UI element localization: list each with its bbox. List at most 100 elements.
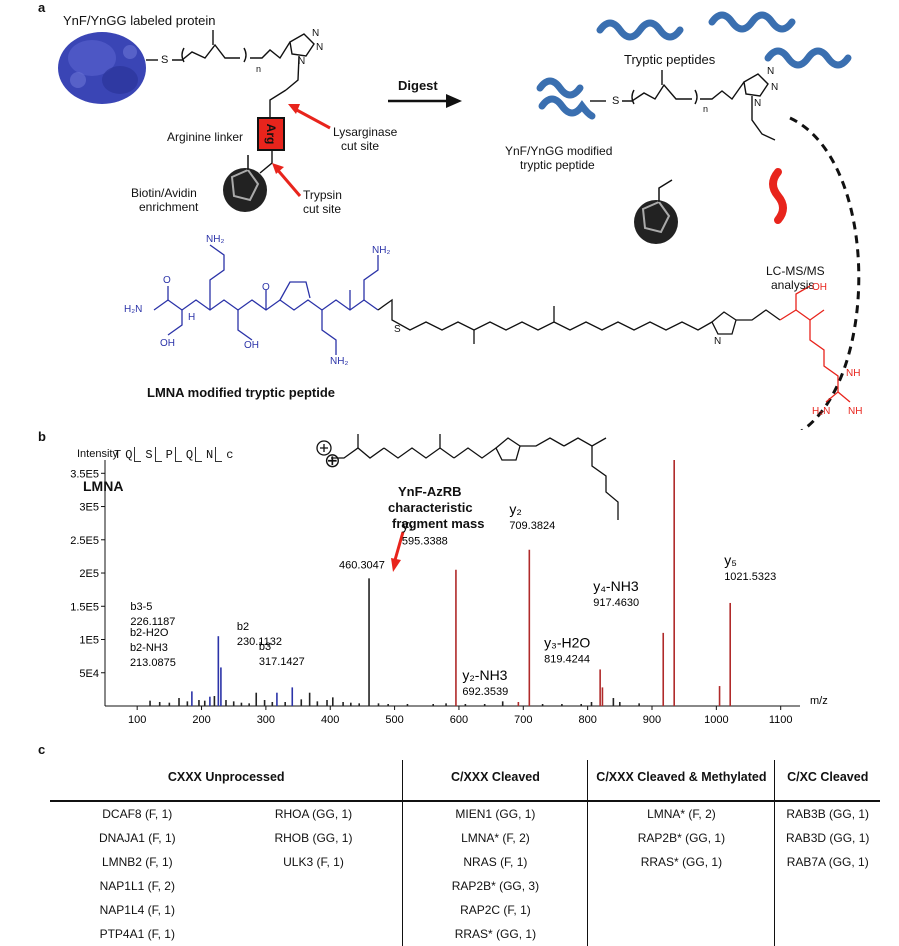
y-tick-label: 5E4 bbox=[79, 668, 99, 680]
peak-label: y₃-H2O bbox=[544, 634, 590, 650]
atom-n-6: N bbox=[754, 98, 762, 109]
peak-label: 230.1132 bbox=[237, 636, 282, 648]
x-tick-label: 300 bbox=[257, 714, 275, 726]
digest-arrow bbox=[388, 94, 462, 108]
panel-letter-b: b bbox=[38, 429, 46, 444]
y-tick-label: 2E5 bbox=[79, 568, 99, 580]
lcms-dashed-arrow bbox=[789, 116, 861, 430]
modified-peptide-label-1: YnF/YnGG modified bbox=[505, 144, 613, 158]
peak-label: y₂-NH3 bbox=[462, 667, 507, 683]
seq-residue: T bbox=[114, 447, 122, 462]
table-row: NAP1L4 (F, 1) RAP2C (F, 1) bbox=[50, 898, 880, 922]
lmna-peptide-structure bbox=[153, 244, 379, 355]
table-cell: RAP2C (F, 1) bbox=[402, 898, 588, 922]
atom-n-4: N bbox=[767, 66, 775, 77]
table-cell: PTP4A1 (F, 1) bbox=[99, 927, 175, 941]
peak-label: y₅ bbox=[724, 552, 737, 568]
x-tick-label: 700 bbox=[514, 714, 532, 726]
lcms-label-2: analysis bbox=[771, 278, 815, 292]
biotin-label-1: Biotin/Avidin bbox=[131, 186, 197, 200]
peak-label: 709.3824 bbox=[509, 520, 555, 532]
table-cell: RHOB (GG, 1) bbox=[274, 831, 353, 845]
atom-s-1: S bbox=[161, 54, 169, 66]
seq-residue: P bbox=[165, 447, 173, 462]
modified-peptide-label-2: tryptic peptide bbox=[520, 158, 595, 172]
atom-h2n-2: H₂N bbox=[812, 406, 831, 417]
lmna-prenyl-chain bbox=[377, 298, 781, 344]
intensity-label: Intensity bbox=[77, 448, 118, 460]
x-tick-label: 500 bbox=[385, 714, 403, 726]
table-cell bbox=[774, 898, 880, 922]
table-row: NAP1L1 (F, 2) RAP2B* (GG, 3) bbox=[50, 874, 880, 898]
peak-label: 819.4244 bbox=[544, 653, 590, 665]
x-tick-label: 800 bbox=[578, 714, 596, 726]
table-cell bbox=[225, 898, 403, 922]
atom-n-2: N bbox=[316, 42, 324, 53]
table-cell: RRAS* (GG, 1) bbox=[402, 922, 588, 946]
arginine-box: Arg bbox=[257, 117, 285, 151]
table-cell: LMNA* (F, 2) bbox=[402, 826, 588, 850]
table-cell: MIEN1 (GG, 1) bbox=[402, 801, 588, 826]
fragment-marker bbox=[134, 447, 142, 462]
table-cell: NRAS (F, 1) bbox=[402, 850, 588, 874]
fragment-structure bbox=[316, 434, 619, 520]
seq-residue: Q bbox=[185, 447, 194, 462]
table-cell: NAP1L4 (F, 1) bbox=[99, 903, 175, 917]
spectrum-title: LMNA bbox=[83, 478, 124, 494]
table-cell bbox=[774, 874, 880, 898]
table-row: DNAJA1 (F, 1)RHOB (GG, 1) LMNA* (F, 2)RA… bbox=[50, 826, 880, 850]
seq-residue: Q bbox=[125, 447, 133, 462]
x-tick-label: 200 bbox=[192, 714, 210, 726]
table-cell bbox=[225, 874, 403, 898]
atom-h2n-1: H₂N bbox=[124, 304, 143, 315]
atom-h-1: H bbox=[188, 312, 196, 323]
peak-label: b3 bbox=[259, 641, 271, 653]
trypsin-label-1: Trypsin bbox=[303, 188, 342, 202]
biotin-label-2: enrichment bbox=[139, 200, 199, 214]
peptide-sequence: T Q S P Q N c bbox=[112, 447, 235, 462]
table-cell: ULK3 (F, 1) bbox=[283, 855, 344, 869]
panel-letter-c: c bbox=[38, 742, 46, 757]
protein-label: YnF/YnGG labeled protein bbox=[63, 13, 216, 28]
table-cell bbox=[225, 922, 403, 946]
lcms-label-1: LC-MS/MS bbox=[766, 264, 825, 278]
table-cell: RAP2B* (GG, 1) bbox=[587, 826, 775, 850]
peak-label: 226.1187 bbox=[130, 616, 175, 628]
seq-residue: S bbox=[145, 447, 153, 462]
atom-oh-1: OH bbox=[160, 338, 175, 349]
table-row: LMNB2 (F, 1)ULK3 (F, 1) NRAS (F, 1)RRAS*… bbox=[50, 850, 880, 874]
table-cell: LMNB2 (F, 1) bbox=[101, 855, 173, 869]
peak-label: b3-5 bbox=[130, 601, 152, 613]
prenyl-chain-product bbox=[590, 70, 776, 141]
lysarginase-label-2: cut site bbox=[341, 139, 380, 153]
y-tick-label: 3E5 bbox=[79, 502, 99, 514]
y-tick-label: 2.5E5 bbox=[70, 535, 99, 547]
processing-table: CXXX Unprocessed C/XXX Cleaved C/XXX Cle… bbox=[50, 760, 880, 946]
table-header: C/XC Cleaved bbox=[774, 760, 880, 802]
cut-site-arrows bbox=[272, 104, 331, 197]
peak-label: 692.3539 bbox=[462, 686, 508, 698]
atom-nh2-1: NH₂ bbox=[206, 234, 225, 245]
peak-label: 460.3047 bbox=[339, 559, 385, 571]
table-cell: LMNA* (F, 2) bbox=[587, 801, 775, 826]
seq-residue: N bbox=[206, 447, 214, 462]
atom-oh-2: OH bbox=[244, 340, 259, 351]
fragment-marker bbox=[174, 447, 182, 462]
protein-structure-icon bbox=[58, 32, 146, 104]
x-tick-label: 900 bbox=[643, 714, 661, 726]
peak-label: 595.3388 bbox=[402, 536, 448, 548]
table-cell: DCAF8 (F, 1) bbox=[102, 807, 173, 821]
panel-letter-a: a bbox=[38, 0, 46, 15]
x-tick-label: 100 bbox=[128, 714, 146, 726]
arginine-tail-icon bbox=[769, 168, 787, 224]
atom-oh-3: OH bbox=[812, 282, 827, 293]
peak-label: 213.0875 bbox=[130, 657, 176, 669]
table-header: C/XXX Cleaved & Methylated bbox=[587, 760, 775, 802]
x-tick-label: 1100 bbox=[769, 714, 793, 726]
table-cell: RHOA (GG, 1) bbox=[274, 807, 353, 821]
peak-label: b2-NH3 bbox=[130, 642, 168, 654]
table-header: C/XXX Cleaved bbox=[402, 760, 588, 802]
atom-o-2: O bbox=[262, 282, 270, 293]
peak-label: b2-H2O bbox=[130, 627, 169, 639]
peak-label: 317.1427 bbox=[259, 656, 305, 668]
